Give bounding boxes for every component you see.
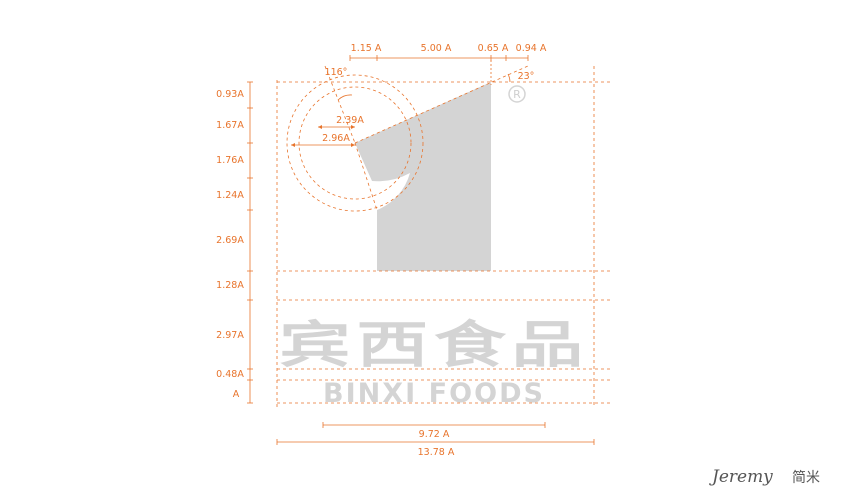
watermark-cjk: 简米: [792, 469, 820, 486]
left-dim-4: 1.24A: [216, 190, 244, 201]
guide-circle-small: [298, 86, 412, 200]
angle-arc-116: [337, 94, 353, 101]
logo-chinese-name: 宾西食品: [279, 316, 589, 374]
guide-diagonal: [354, 65, 529, 144]
angle-label-116: 116°: [325, 67, 348, 78]
bottom-dimension-bars: [276, 422, 595, 445]
radius-label-2-96: 2.96A: [322, 133, 350, 144]
registered-mark-letter: R: [513, 88, 521, 101]
construction-guides: [276, 60, 610, 408]
top-dim-4: 0.94 A: [516, 43, 547, 54]
top-dim-1: 1.15 A: [351, 43, 382, 54]
left-dim-5: 2.69A: [216, 235, 244, 246]
left-dim-2: 1.67A: [216, 120, 244, 131]
left-dim-8: 0.48A: [216, 369, 244, 380]
bottom-dim-outer: 13.78 A: [418, 447, 455, 458]
left-dim-9: A: [233, 389, 240, 400]
guide-angle-line: [324, 65, 356, 144]
watermark-latin: Jeremy: [709, 467, 773, 487]
bottom-dim-inner: 9.72 A: [419, 429, 450, 440]
logo-english-name: BINXI FOODS: [323, 378, 545, 409]
left-dim-6: 1.28A: [216, 280, 244, 291]
radius-label-2-39: 2.39A: [336, 115, 364, 126]
top-dim-2: 5.00 A: [421, 43, 452, 54]
left-dim-7: 2.97A: [216, 330, 244, 341]
angle-arc-23: [507, 73, 511, 83]
registered-mark-circle: [508, 85, 526, 103]
left-dimension-bar: [247, 81, 253, 404]
left-dim-3: 1.76A: [216, 155, 244, 166]
guide-circle-large: [286, 74, 424, 212]
logo-mark: R: [355, 82, 526, 271]
top-dim-3: 0.65 A: [478, 43, 509, 54]
logo-mark-shape: [355, 82, 491, 271]
top-dimension-bar: [349, 55, 529, 61]
left-dim-1: 0.93A: [216, 89, 244, 100]
radius-arrowheads: [291, 125, 355, 147]
angle-label-23: 23°: [518, 71, 535, 82]
